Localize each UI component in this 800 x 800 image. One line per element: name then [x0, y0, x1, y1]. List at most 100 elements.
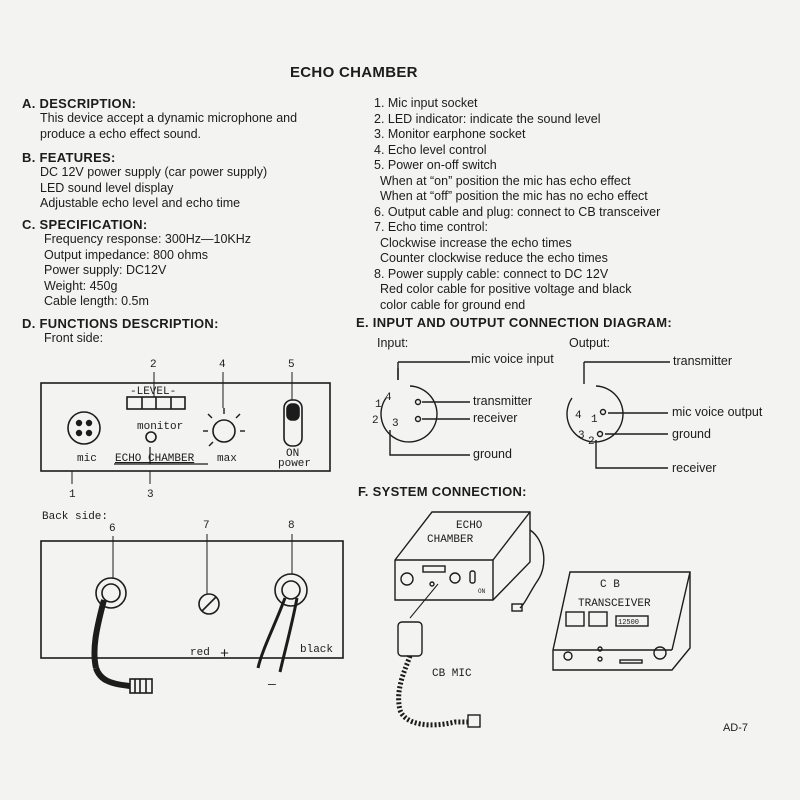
knob-ticks	[203, 408, 245, 447]
footer-tag: AD-7	[722, 722, 748, 734]
front-panel-outline	[40, 382, 331, 472]
echo-time-screw	[198, 593, 220, 615]
section-b-body: DC 12V power supply (car power supply) L…	[40, 165, 267, 212]
list-item: Counter clockwise reduce the echo times	[380, 251, 608, 265]
input-pin-3: 3	[392, 418, 399, 430]
input-pin-4: 4	[385, 392, 392, 404]
list-item: 8. Power supply cable: connect to DC 12V	[374, 266, 609, 281]
cb-plug	[511, 603, 523, 612]
cable-to-cb	[519, 529, 545, 609]
list-item: Clockwise increase the echo times	[380, 235, 572, 250]
list-item: Red color cable for positive voltage and…	[380, 282, 632, 296]
echo-on-mark: ON	[478, 588, 486, 595]
mic-pin	[85, 429, 93, 437]
monitor-label: monitor	[137, 421, 183, 433]
section-a-body: This device accept a dynamic microphone …	[40, 111, 297, 142]
mic-arrow	[409, 583, 439, 619]
section-b-heading: B. FEATURES:	[22, 150, 116, 165]
max-label: max	[217, 453, 237, 465]
red-label: red	[190, 647, 210, 659]
section-c-body: Frequency response: 300Hz—10KHz Output i…	[44, 232, 251, 310]
section-c-heading: C. SPECIFICATION:	[22, 217, 148, 232]
callout-8: 8	[288, 520, 295, 532]
mic-pin	[75, 419, 83, 427]
list-item: 3. Monitor earphone socket	[374, 127, 526, 141]
connection-diagram	[380, 361, 670, 469]
front-panel	[40, 372, 331, 484]
list-item: 4. Echo level control	[374, 142, 487, 157]
screw-slot	[201, 596, 217, 612]
power-switch	[283, 399, 303, 447]
output-cable	[91, 599, 107, 669]
callout-7: 7	[203, 520, 210, 532]
output-plug	[129, 678, 153, 694]
echo-box	[394, 511, 531, 601]
list-item: 2. LED indicator: indicate the sound lev…	[374, 111, 601, 126]
section-b-line: LED sound level display	[40, 180, 174, 195]
section-b-line: DC 12V power supply (car power supply)	[40, 165, 268, 179]
output-pin-4: 4	[575, 410, 582, 422]
spec-line: Power supply: DC12V	[44, 263, 167, 277]
on-label: ON	[286, 448, 299, 460]
black-cable	[278, 597, 299, 673]
mic-pin	[85, 419, 93, 427]
power-cable-hole	[281, 580, 301, 600]
callout-5: 5	[288, 359, 295, 371]
list-item: 5. Power on-off switch	[374, 158, 497, 172]
out-ground: ground	[672, 427, 711, 441]
brand-label: ECHO CHAMBER	[115, 453, 195, 465]
page-title: ECHO CHAMBER	[290, 64, 418, 81]
spec-line: Cable length: 0.5m	[44, 294, 149, 308]
callout-3: 3	[147, 489, 154, 501]
section-d-heading: D. FUNCTIONS DESCRIPTION:	[22, 316, 219, 331]
input-socket	[380, 385, 438, 443]
output-label: Output:	[569, 336, 610, 350]
callout-6: 6	[109, 523, 116, 535]
mic-pin	[75, 429, 83, 437]
in-ground: ground	[473, 447, 512, 461]
input-ground-line	[389, 430, 470, 456]
spec-line: Weight: 450g	[44, 278, 118, 293]
level-label: -LEVEL-	[130, 386, 176, 398]
power-label: power	[278, 458, 311, 470]
callout-4: 4	[219, 359, 226, 371]
red-cable	[256, 597, 287, 669]
list-item: When at “on” position the mic has echo e…	[380, 173, 631, 188]
cb-mic	[397, 621, 423, 657]
power-switch-lever	[286, 403, 300, 421]
output-pin-1: 1	[591, 414, 598, 426]
back-side-label: Back side:	[42, 511, 108, 523]
input-label: Input:	[377, 336, 409, 350]
in-transmitter: transmitter	[473, 394, 533, 408]
list-item: 1. Mic input socket	[374, 96, 478, 110]
out-transmitter: transmitter	[673, 354, 733, 368]
power-grommet	[274, 573, 308, 607]
spec-line: Frequency response: 300Hz—10KHz	[44, 232, 252, 246]
cb-mic-cord	[396, 655, 470, 728]
output-cable-end	[93, 666, 131, 689]
black-label: black	[300, 644, 333, 656]
back-panel-outline	[40, 540, 344, 659]
section-a-line: produce a echo effect sound.	[40, 126, 201, 141]
output-pin-3: 3	[578, 430, 585, 442]
out-mic-voice-output: mic voice output	[672, 405, 763, 419]
section-e-heading: E. INPUT AND OUTPUT CONNECTION DIAGRAM:	[356, 315, 672, 330]
cb-display: 12500	[618, 619, 639, 627]
echo-level-knob	[212, 419, 236, 443]
monitor-socket	[145, 431, 157, 443]
callout-2: 2	[150, 359, 157, 371]
mic-label: mic	[77, 453, 97, 465]
out-receiver: receiver	[672, 461, 717, 475]
echo-box-label-1: ECHO	[456, 520, 483, 532]
cb-label-1: C B	[600, 579, 620, 591]
front-side-label: Front side:	[44, 331, 104, 345]
echo-box-label-2: CHAMBER	[427, 534, 474, 546]
list-item: 6. Output cable and plug: connect to CB …	[374, 204, 661, 219]
input-pin-2: 2	[372, 415, 379, 427]
input-pin-1: 1	[375, 399, 382, 411]
list-item: color cable for ground end	[380, 297, 526, 312]
system-connection	[394, 511, 691, 728]
output-pin-2: 2	[588, 436, 595, 448]
cb-transceiver	[552, 571, 691, 671]
